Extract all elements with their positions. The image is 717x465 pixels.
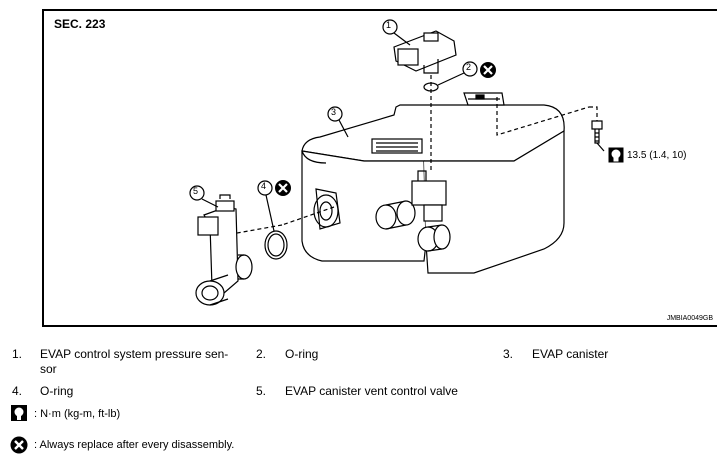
o-ring-4 — [264, 230, 288, 260]
part-1-num: 1. — [12, 347, 23, 361]
replace-legend-text: : Always replace after every disassembly… — [34, 439, 235, 451]
diagram-frame: SEC. 223 JMBIA0049GB 13.5 (1.4, 10) 1 2 … — [42, 9, 717, 327]
callout-3: 3 — [331, 107, 337, 117]
part-3-name: EVAP canister — [532, 347, 609, 361]
part-3-num: 3. — [503, 347, 514, 361]
evap-canister — [301, 92, 565, 274]
part-2-num: 2. — [256, 347, 267, 361]
exploded-view-drawing — [189, 19, 624, 306]
section-label: SEC. 223 — [54, 17, 106, 31]
o-ring-2 — [423, 82, 439, 92]
part-5-num: 5. — [256, 384, 267, 398]
part-4-name: O-ring — [40, 384, 74, 398]
torque-symbol — [608, 147, 624, 163]
replace-marks — [275, 62, 496, 196]
callout-1: 1 — [386, 20, 392, 30]
callout-2: 2 — [466, 62, 472, 72]
o-ring-4-inner — [267, 233, 285, 257]
vent-control-valve — [195, 194, 253, 306]
pressure-sensor — [393, 30, 457, 74]
part-5-name: EVAP canister vent control valve — [285, 384, 458, 398]
torque-legend-text: : N·m (kg-m, ft-lb) — [34, 408, 121, 420]
part-1-name: EVAP control system pressure sen- sor — [40, 347, 229, 376]
bolt-leader — [596, 142, 605, 152]
part-4-num: 4. — [12, 384, 23, 398]
callout-4: 4 — [261, 181, 267, 191]
torque-wrench-icon — [11, 405, 27, 421]
assembly-lines — [225, 75, 598, 236]
figure-code: JMBIA0049GB — [666, 315, 713, 322]
callout-5: 5 — [193, 186, 199, 196]
torque-value: 13.5 (1.4, 10) — [627, 150, 687, 161]
callout-leaders — [189, 19, 478, 232]
part-2-name: O-ring — [285, 347, 319, 361]
always-replace-icon — [10, 436, 28, 454]
mounting-bolt — [591, 120, 603, 144]
